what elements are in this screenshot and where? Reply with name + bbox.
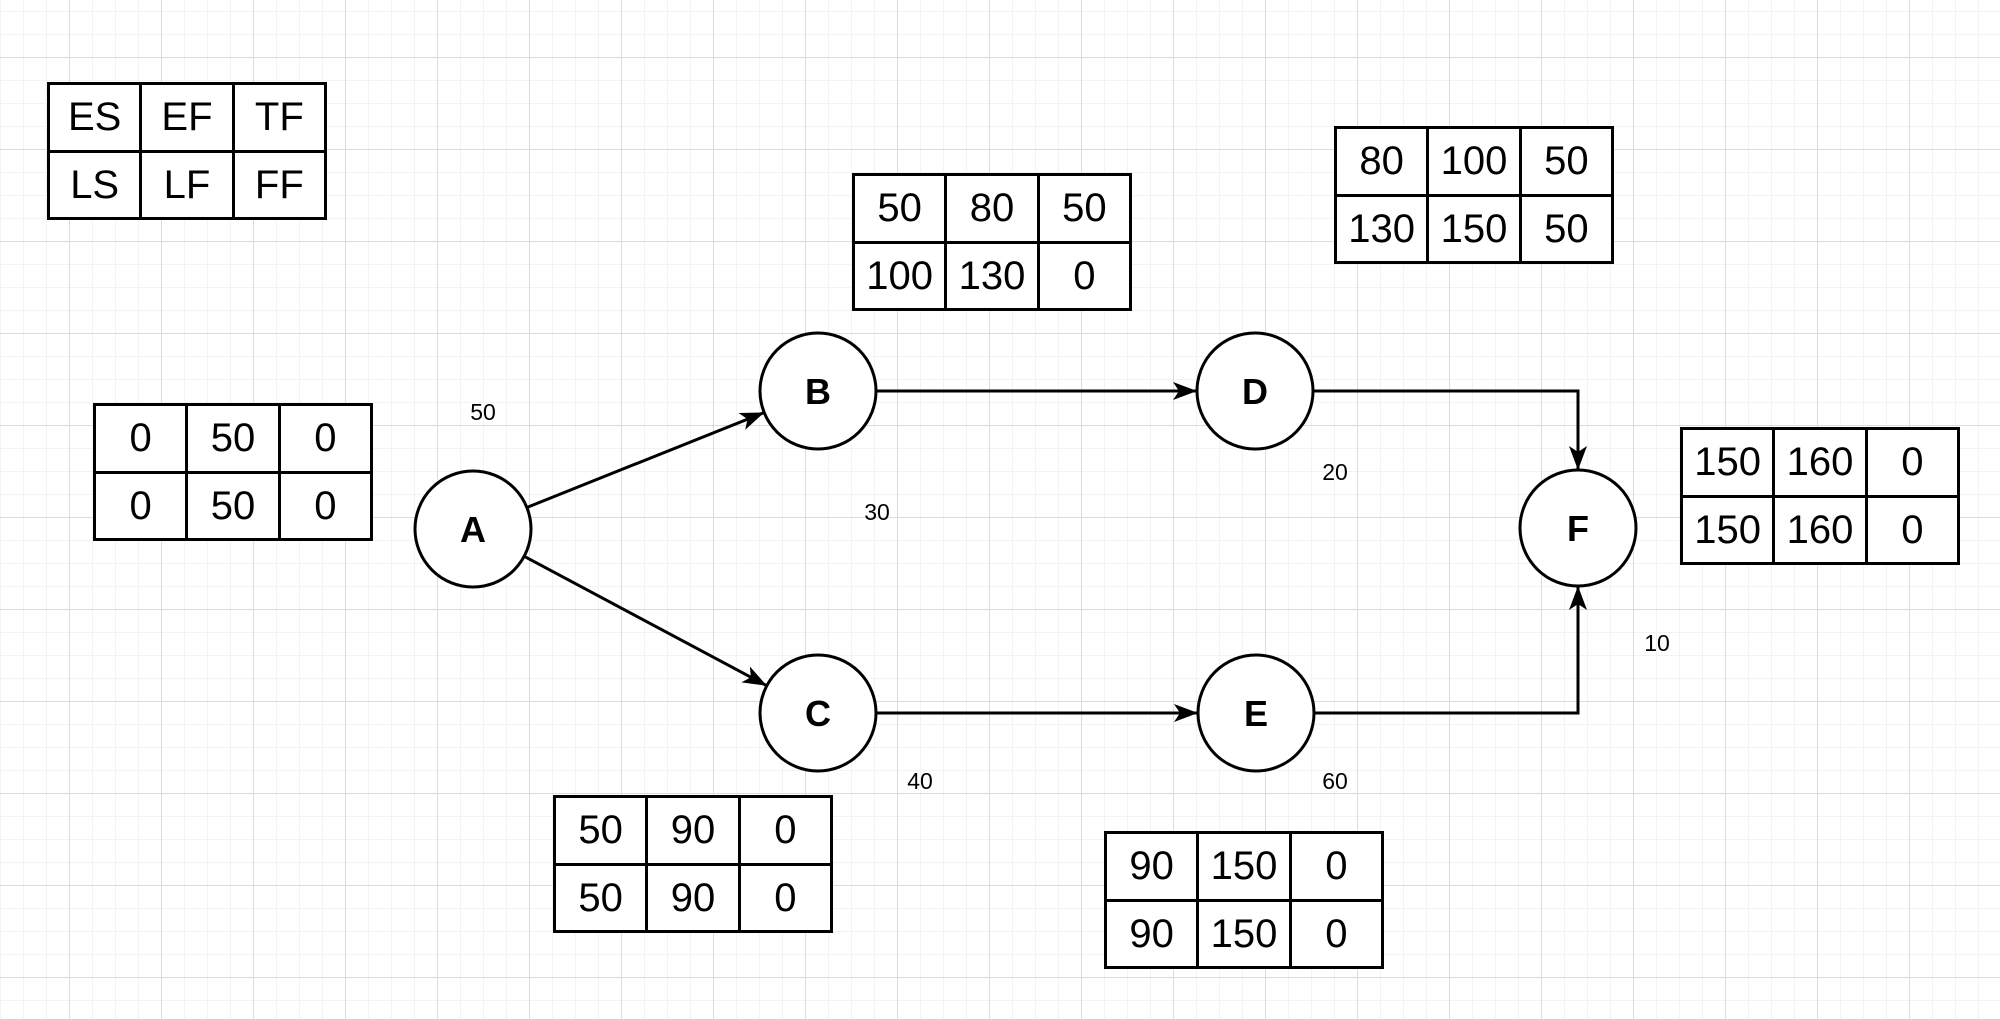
table-cell: 50: [188, 473, 278, 538]
node-C-label: C: [805, 693, 831, 734]
node-A-circle[interactable]: [413, 469, 533, 589]
times-table-F[interactable]: 150 160 0 150 160 0: [1680, 427, 1960, 565]
node-D-circle[interactable]: [1195, 331, 1315, 451]
node-C[interactable]: C: [758, 653, 878, 773]
edge-A-B[interactable]: [526, 411, 765, 509]
table-cell: 80: [1337, 129, 1427, 194]
table-cell: 130: [947, 243, 1037, 308]
legend-cell-ff: FF: [234, 152, 324, 217]
edge-A-C[interactable]: [523, 554, 768, 688]
duration-label-F: 10: [1644, 630, 1670, 656]
node-C-circle[interactable]: [758, 653, 878, 773]
table-cell: 90: [1107, 901, 1197, 966]
node-B-label: B: [805, 371, 831, 412]
table-cell: 150: [1199, 901, 1289, 966]
table-cell: 0: [1867, 497, 1957, 562]
table-cell: 130: [1337, 196, 1427, 261]
legend-table[interactable]: ES EF TF LS LF FF: [47, 82, 327, 220]
legend-cell-ls: LS: [50, 152, 140, 217]
node-D[interactable]: D: [1195, 331, 1315, 451]
table-cell: 160: [1775, 430, 1865, 495]
edge-D-F[interactable]: [1313, 389, 1587, 470]
duration-label-B: 30: [864, 499, 890, 525]
node-D-label: D: [1242, 371, 1268, 412]
node-F-circle[interactable]: [1518, 468, 1638, 588]
table-cell: 150: [1683, 497, 1773, 562]
times-table-E[interactable]: 90 150 0 90 150 0: [1104, 831, 1384, 969]
node-E-label: E: [1244, 693, 1268, 734]
table-cell: 50: [556, 798, 646, 863]
table-cell: 50: [1521, 129, 1611, 194]
table-cell: 0: [1039, 243, 1129, 308]
table-cell: 0: [740, 798, 830, 863]
node-F-label: F: [1567, 508, 1589, 549]
legend-cell-lf: LF: [142, 152, 232, 217]
table-cell: 150: [1199, 834, 1289, 899]
table-cell: 0: [1291, 901, 1381, 966]
table-cell: 50: [188, 406, 278, 471]
legend-cell-es: ES: [50, 85, 140, 150]
times-table-C[interactable]: 50 90 0 50 90 0: [553, 795, 833, 933]
table-cell: 150: [1429, 196, 1519, 261]
duration-label-E: 60: [1322, 768, 1348, 794]
times-table-B[interactable]: 50 80 50 100 130 0: [852, 173, 1132, 311]
table-cell: 0: [1291, 834, 1381, 899]
legend-cell-tf: TF: [234, 85, 324, 150]
table-cell: 50: [855, 176, 945, 241]
node-E[interactable]: E: [1196, 653, 1316, 773]
times-table-A[interactable]: 0 50 0 0 50 0: [93, 403, 373, 541]
table-cell: 0: [96, 406, 186, 471]
node-F[interactable]: F: [1518, 468, 1638, 588]
node-B[interactable]: B: [758, 331, 878, 451]
table-cell: 0: [280, 473, 370, 538]
edge-E-F[interactable]: [1314, 586, 1587, 715]
table-cell: 50: [556, 865, 646, 930]
table-cell: 100: [855, 243, 945, 308]
table-cell: 0: [96, 473, 186, 538]
table-cell: 50: [1521, 196, 1611, 261]
table-cell: 90: [1107, 834, 1197, 899]
duration-label-D: 20: [1322, 459, 1348, 485]
duration-label-C: 40: [907, 768, 933, 794]
table-cell: 50: [1039, 176, 1129, 241]
node-B-circle[interactable]: [758, 331, 878, 451]
times-table-D[interactable]: 80 100 50 130 150 50: [1334, 126, 1614, 264]
table-cell: 0: [740, 865, 830, 930]
table-cell: 0: [1867, 430, 1957, 495]
table-cell: 0: [280, 406, 370, 471]
duration-label-A: 50: [470, 399, 496, 425]
table-cell: 90: [648, 798, 738, 863]
legend-cell-ef: EF: [142, 85, 232, 150]
table-cell: 80: [947, 176, 1037, 241]
node-A-label: A: [460, 509, 486, 550]
node-E-circle[interactable]: [1196, 653, 1316, 773]
node-A[interactable]: A: [413, 469, 533, 589]
table-cell: 90: [648, 865, 738, 930]
table-cell: 160: [1775, 497, 1865, 562]
table-cell: 150: [1683, 430, 1773, 495]
table-cell: 100: [1429, 129, 1519, 194]
